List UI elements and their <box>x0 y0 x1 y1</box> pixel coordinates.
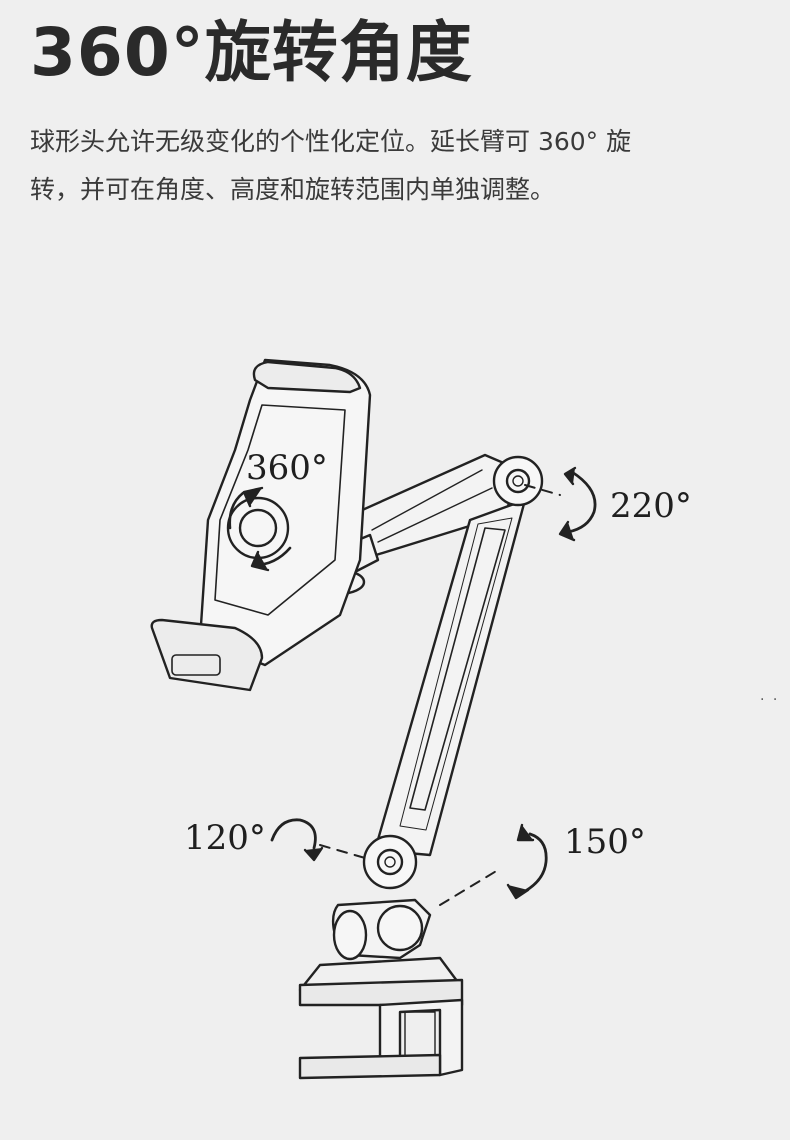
top-joint <box>492 455 544 507</box>
base-clamp <box>298 898 464 1080</box>
rotation-arrow-elbow <box>270 818 324 862</box>
description-line-1: 球形头允许无级变化的个性化定位。延长臂可 360° 旋 <box>30 127 632 156</box>
description-line-2: 转，并可在角度、高度和旋转范围内单独调整。 <box>30 175 556 204</box>
rotation-arrow-base <box>506 823 548 900</box>
lower-arm <box>373 498 527 857</box>
angle-label-base: 150° <box>564 822 646 862</box>
rotation-arrow-top-joint <box>558 466 597 542</box>
corner-mark: . . <box>760 688 780 704</box>
tablet-holder <box>150 358 372 692</box>
description: 球形头允许无级变化的个性化定位。延长臂可 360° 旋 转，并可在角度、高度和旋… <box>30 118 770 214</box>
angle-label-elbow: 120° <box>184 818 266 858</box>
angle-label-head: 360° <box>246 448 328 488</box>
page-title: 360°旋转角度 <box>30 14 473 91</box>
elbow-joint <box>362 834 418 890</box>
angle-label-top-joint: 220° <box>610 486 692 526</box>
rotation-arrow-head <box>228 486 292 572</box>
